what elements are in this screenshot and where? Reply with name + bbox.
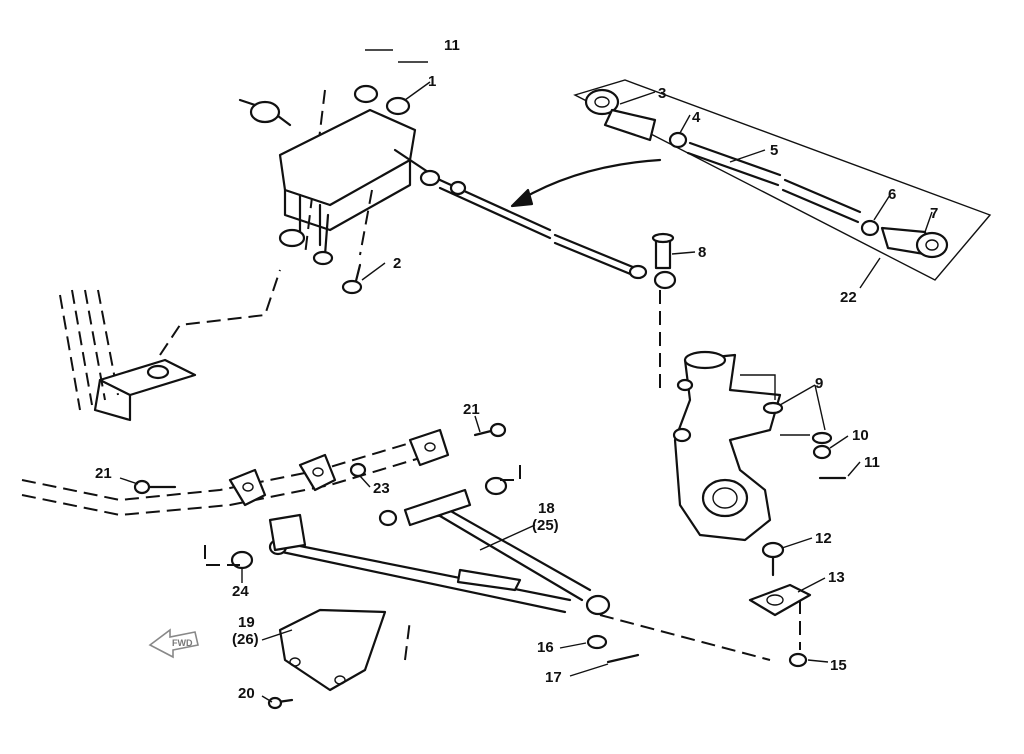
callout-18-alt: (25) — [532, 517, 559, 534]
callout-5: 5 — [770, 142, 778, 159]
callout-1: 1 — [428, 73, 436, 90]
frame-section-lower — [21, 422, 507, 527]
forward-arrow-label: FWD — [172, 638, 193, 648]
callout-17: 17 — [545, 669, 562, 686]
forward-arrow-icon: FWD — [148, 628, 199, 659]
callout-20: 20 — [238, 685, 255, 702]
callout-7: 7 — [930, 205, 938, 222]
callout-2: 2 — [393, 255, 401, 272]
callout-12: 12 — [815, 530, 832, 547]
callout-19: 19 — [238, 614, 255, 631]
callout-16: 16 — [537, 639, 554, 656]
callout-6: 6 — [888, 186, 896, 203]
callout-15: 15 — [830, 657, 847, 674]
leader-lines — [119, 49, 933, 703]
callout-8: 8 — [698, 244, 706, 261]
callout-9: 9 — [815, 375, 823, 392]
callout-13: 13 — [828, 569, 845, 586]
frame-section-left — [59, 269, 281, 422]
adjustable-tie-rod-kit — [573, 79, 992, 281]
callout-21-left: 21 — [95, 465, 112, 482]
callout-11-top: 11 — [444, 37, 460, 54]
callout-19-alt: (26) — [232, 631, 259, 648]
callout-18: 18 — [538, 500, 555, 517]
callout-21-right: 21 — [463, 401, 480, 418]
skid-plate — [267, 608, 387, 710]
callout-24: 24 — [232, 583, 249, 600]
callout-4: 4 — [692, 109, 701, 126]
callout-10: 10 — [852, 427, 869, 444]
callout-labels: 11 1 2 3 4 5 6 7 8 22 9 10 11 12 13 15 1… — [95, 37, 938, 702]
steering-shaft-assembly — [238, 84, 442, 295]
tie-rod — [419, 158, 677, 290]
lower-a-arm — [204, 462, 771, 664]
callout-3: 3 — [658, 85, 666, 102]
callout-11-right: 11 — [864, 454, 880, 471]
ball-joint-hardware — [748, 541, 812, 668]
pin — [651, 232, 675, 390]
callout-23: 23 — [373, 480, 390, 497]
steering-knuckle — [672, 350, 847, 542]
callout-22: 22 — [840, 289, 857, 306]
